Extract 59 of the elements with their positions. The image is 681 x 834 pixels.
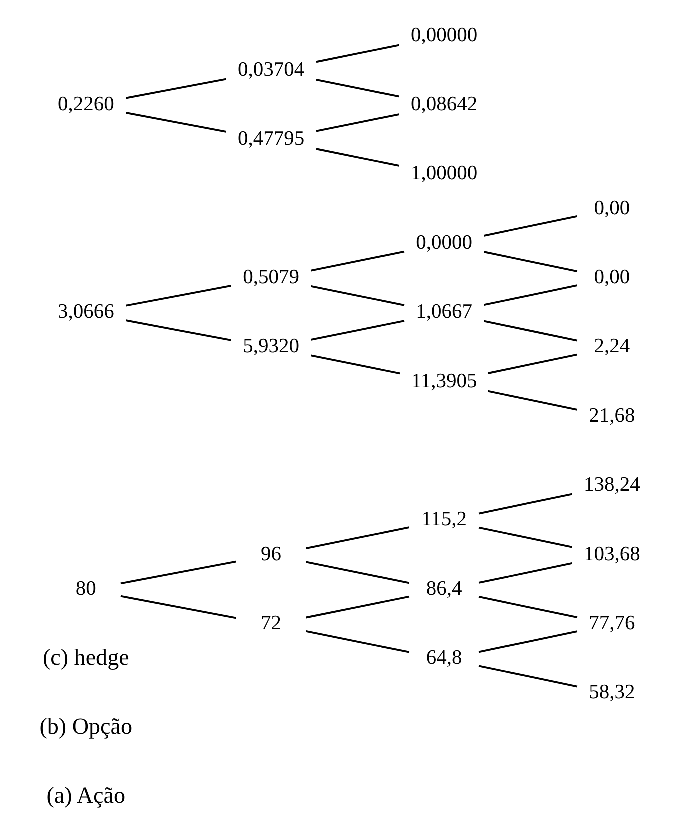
node-text: 64,8 (426, 647, 462, 670)
connector (478, 526, 572, 548)
connector (126, 320, 232, 342)
node-text: 1,00000 (410, 162, 478, 185)
connector (120, 595, 236, 620)
node-text: 0,5079 (243, 266, 300, 288)
connector (478, 493, 572, 515)
node-text: 0,03704 (238, 58, 305, 81)
connector (311, 250, 405, 272)
node-text: 96 (261, 543, 282, 566)
node-text: 0,0000 (416, 232, 472, 254)
connector (311, 354, 400, 375)
connector (311, 286, 405, 306)
label: (c) hedge (42, 644, 130, 670)
connector (126, 112, 226, 133)
connector (484, 320, 578, 342)
connector (120, 560, 236, 585)
connector (484, 215, 578, 237)
node-text: 11,3905 (411, 370, 478, 392)
node-text: 0,00000 (410, 24, 478, 46)
node-text: 1,0667 (416, 301, 472, 324)
connector (306, 596, 410, 619)
connector (316, 114, 400, 132)
connector (478, 596, 578, 619)
node-text: 0,2260 (58, 93, 114, 116)
node-text: 0,00 (594, 266, 630, 288)
node-text: 0,47795 (238, 128, 305, 150)
connector (488, 354, 578, 374)
node-text: 138,24 (584, 474, 640, 496)
connector (306, 561, 410, 584)
node-text: 115,2 (422, 508, 467, 531)
connector (306, 526, 410, 550)
connector (488, 390, 578, 411)
connector (316, 148, 400, 167)
node-text: 0,08642 (410, 93, 478, 116)
connector (478, 665, 578, 688)
connector (126, 285, 232, 307)
connector (316, 79, 400, 98)
node-text: 72 (261, 612, 282, 634)
connector (316, 44, 400, 64)
label: (a) Ação (46, 782, 126, 808)
connector (484, 251, 578, 273)
node-text: 80 (76, 578, 96, 600)
connector (478, 562, 572, 584)
node-text: 2,24 (594, 336, 630, 358)
label: (b) Opção (40, 713, 133, 740)
node-text: 3,0666 (58, 301, 114, 324)
node-text: 21,68 (589, 404, 636, 427)
connector (311, 320, 405, 341)
connector (478, 630, 578, 654)
node-text: 103,68 (584, 543, 640, 566)
node-text: 58,32 (589, 682, 636, 704)
node-text: 0,00 (594, 197, 630, 220)
node-text: 77,76 (589, 612, 636, 634)
node-text: 5,9320 (243, 336, 300, 358)
node-text: 86,4 (426, 578, 462, 600)
connector (484, 284, 578, 306)
connector (126, 78, 226, 100)
connector (306, 630, 410, 654)
